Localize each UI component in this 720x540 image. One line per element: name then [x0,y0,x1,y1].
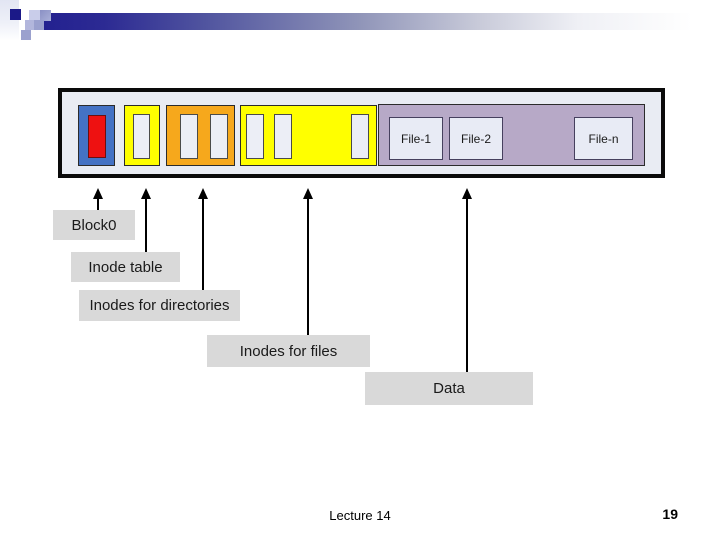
callout-inode-table: Inode table [71,252,180,282]
callout-inodes-for-directories: Inodes for directories [79,290,240,321]
section-block0 [78,105,115,166]
inode-slot [133,114,150,159]
deco-square [29,10,40,21]
disk-layout-bar: File-1 File-2 File-n [58,88,665,178]
arrow-line [97,197,99,210]
arrow-line [145,197,147,252]
arrowhead-icon [141,188,151,199]
arrowhead-icon [303,188,313,199]
inode-slot [180,114,198,159]
section-data: File-1 File-2 File-n [378,104,645,166]
inode-slot [210,114,228,159]
header-gradient-strip [0,0,19,41]
arrowhead-icon [93,188,103,199]
deco-square [40,10,51,21]
section-inode-table [124,105,160,166]
deco-square [21,30,31,40]
arrow-line [202,197,204,290]
header-gradient-bar [44,13,712,30]
footer-lecture-title: Lecture 14 [329,508,391,523]
arrowhead-icon [198,188,208,199]
section-inodes-for-files [240,105,377,166]
file-box: File-n [574,117,633,160]
inode-slot [246,114,264,159]
boot-block [88,115,106,158]
arrow-line [466,197,468,372]
footer-page-number: 19 [662,506,678,522]
deco-navy-square [10,9,21,20]
file-box: File-2 [449,117,503,160]
inode-slot [351,114,369,159]
arrow-line [307,197,309,335]
callout-block0: Block0 [53,210,135,240]
inode-slot [274,114,292,159]
callout-data: Data [365,372,533,405]
arrowhead-icon [462,188,472,199]
section-inodes-for-directories [166,105,235,166]
callout-inodes-for-files: Inodes for files [207,335,370,367]
deco-square [25,20,34,30]
file-box: File-1 [389,117,443,160]
deco-square [34,20,44,30]
